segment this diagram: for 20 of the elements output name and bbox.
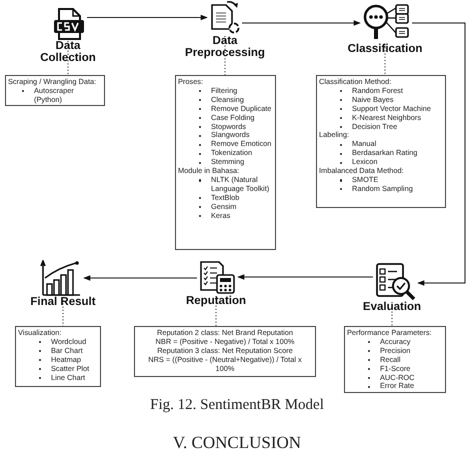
dotted-connector [224,36,226,76]
figure-caption: Fig. 12. SentimentBR Model [149,397,325,414]
arrow [412,22,466,286]
step-title: Data Collection [39,40,97,64]
step-title: Data Preprocessing [184,35,266,59]
arrow [83,275,198,281]
step-title: Reputation [184,295,248,307]
detail-box [15,326,101,387]
detail-box [344,326,446,393]
arrow [237,274,374,280]
arrow [242,20,361,26]
step-title: Final Result [29,296,97,308]
detail-box [316,75,446,208]
arrow [86,14,208,20]
detail-box [134,326,316,377]
section-heading: V. CONCLUSION [172,433,302,453]
step-title: Evaluation [362,301,422,313]
step-title: Classification [346,43,424,55]
detail-box [5,75,105,106]
detail-box [175,75,276,250]
